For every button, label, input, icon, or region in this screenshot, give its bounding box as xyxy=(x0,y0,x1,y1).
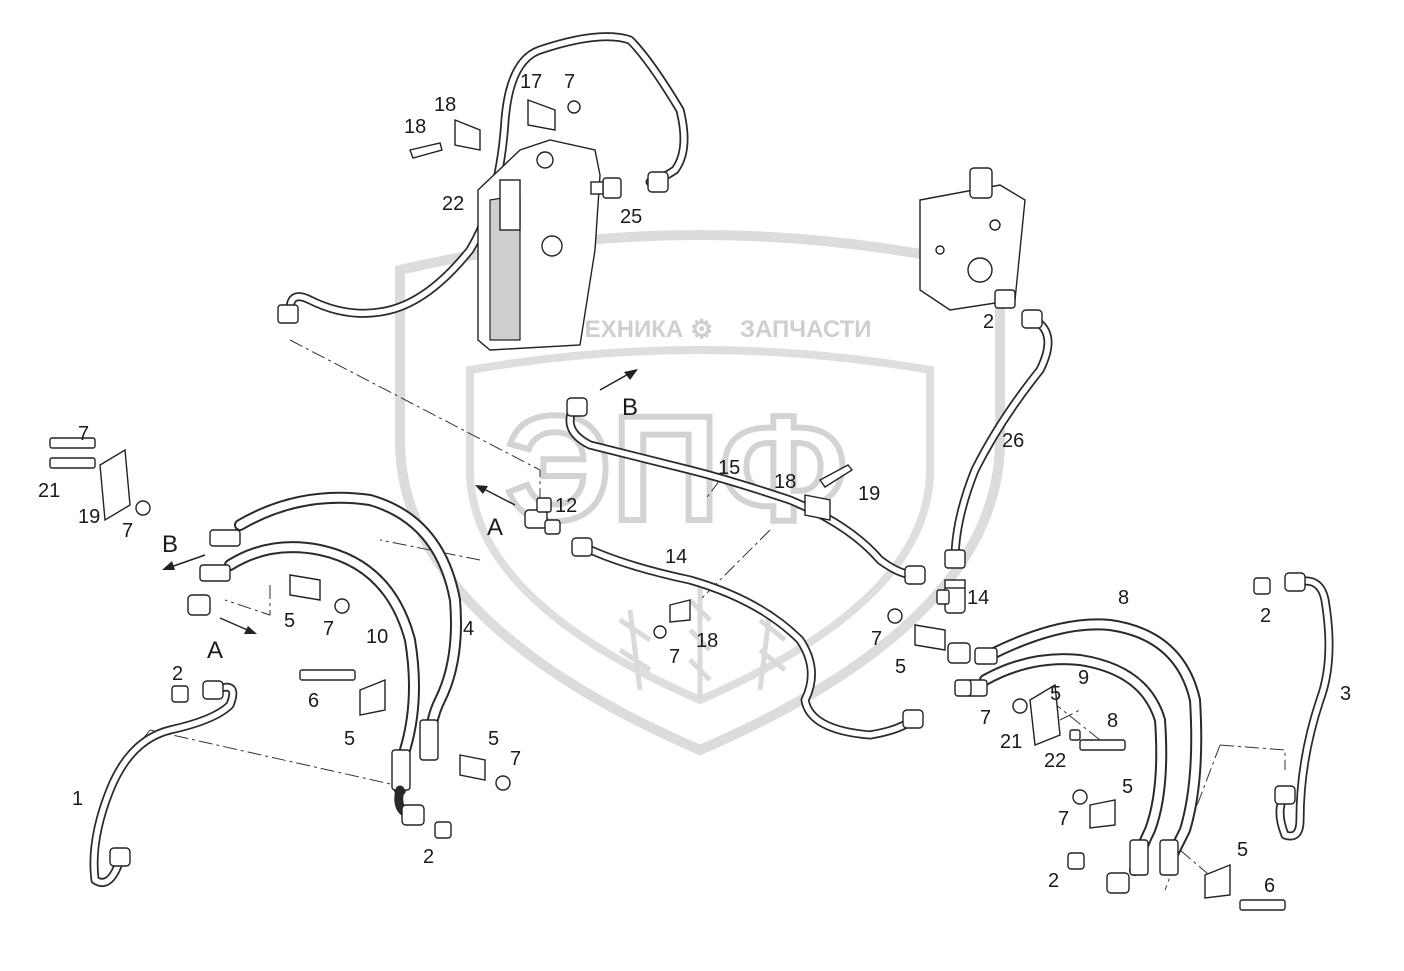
callout-label: 8 xyxy=(1118,587,1129,609)
callout-label: 3 xyxy=(1340,683,1351,705)
hose-4 xyxy=(209,491,462,761)
callout-label: 21 xyxy=(1000,731,1022,753)
direction-label-b-top: B xyxy=(622,394,638,421)
callout-label: 15 xyxy=(718,457,740,479)
hose-10 xyxy=(964,653,1168,876)
callout-label: 1 xyxy=(72,788,83,810)
direction-arrow-b-left: B xyxy=(162,531,206,570)
direction-arrow-a-left: A xyxy=(207,617,257,664)
callout-label: 10 xyxy=(366,626,388,648)
tee-14-right xyxy=(936,579,966,614)
callout-label: 21 xyxy=(38,480,60,502)
callout-label: 2 xyxy=(1260,605,1271,627)
fitting-right-nuts xyxy=(947,642,1130,894)
callout-label: 7 xyxy=(122,520,133,542)
callout-label: 7 xyxy=(323,618,334,640)
watermark-wheat-icon xyxy=(618,580,787,700)
callout-label: 5 xyxy=(895,656,906,678)
callout-label: 5 xyxy=(1237,839,1248,861)
tube-17 xyxy=(565,397,926,585)
callout-label: 9 xyxy=(1078,667,1089,689)
callout-label: 5 xyxy=(1050,683,1061,705)
callout-label: 18 xyxy=(434,94,456,116)
callout-label: 7 xyxy=(669,646,680,668)
callout-label: 25 xyxy=(620,206,642,228)
callout-label: 18 xyxy=(696,630,718,652)
direction-arrow-a-center: A xyxy=(475,485,516,541)
control-valve-block xyxy=(477,139,601,351)
watermark-text-right: ЗАПЧАСТИ xyxy=(740,316,872,343)
callout-label: 22 xyxy=(1044,750,1066,772)
callout-label: 19 xyxy=(78,506,100,528)
callout-label: 7 xyxy=(1058,808,1069,830)
adapter-26 xyxy=(590,177,622,199)
callout-label: 19 xyxy=(858,483,880,505)
direction-label-b-left: B xyxy=(162,531,178,558)
callout-label: 7 xyxy=(564,71,575,93)
bracket-21-right xyxy=(1012,683,1126,751)
callout-label: 4 xyxy=(463,618,474,640)
callout-labels: 1 2 2 2 2 2 3 4 5 5 5 5 5 5 5 6 6 7 7 7 … xyxy=(38,71,1351,897)
hose-9 xyxy=(974,618,1203,876)
tube-25 xyxy=(277,32,689,324)
tube-1 xyxy=(89,680,238,887)
bracket-21-left xyxy=(49,437,151,522)
watermark-gear-icon: ⚙ xyxy=(690,314,713,344)
tube-3 xyxy=(1253,572,1334,841)
callout-label: 7 xyxy=(871,628,882,650)
callout-label: 2 xyxy=(1048,870,1059,892)
callout-label: 7 xyxy=(78,423,89,445)
fitting-left-nuts xyxy=(187,594,452,839)
callout-label: 7 xyxy=(510,748,521,770)
watermark-text-left: ТЕХНИКА xyxy=(570,316,683,343)
callout-label: 17 xyxy=(520,71,542,93)
tube-28 xyxy=(944,309,1053,569)
callout-label: 14 xyxy=(967,587,989,609)
callout-label: 22 xyxy=(442,193,464,215)
callout-label: 5 xyxy=(1122,776,1133,798)
tube-15 xyxy=(571,537,924,740)
callout-label: 12 xyxy=(555,495,577,517)
bracket-5-right-bottom xyxy=(1072,789,1286,911)
bracket-5-left xyxy=(289,574,511,791)
callout-label: 2 xyxy=(983,311,994,333)
callout-label: 6 xyxy=(1264,875,1275,897)
callout-label: 2 xyxy=(423,846,434,868)
direction-label-a-center: A xyxy=(487,514,503,541)
bracket-18-center xyxy=(653,464,854,639)
side-valve-block xyxy=(919,167,1026,311)
hose-12 xyxy=(199,541,420,820)
tee-14-left xyxy=(524,497,561,535)
callout-label: 26 xyxy=(1002,430,1024,452)
direction-label-a-left: A xyxy=(207,637,223,664)
bracket-5-right-top xyxy=(887,608,946,651)
bracket-18-top xyxy=(409,98,581,159)
callout-label: 5 xyxy=(488,728,499,750)
callout-label: 5 xyxy=(284,610,295,632)
callout-label: 2 xyxy=(172,663,183,685)
callout-label: 5 xyxy=(344,728,355,750)
callout-label: 18 xyxy=(774,471,796,493)
callout-label: 14 xyxy=(665,546,687,568)
callout-label: 7 xyxy=(980,707,991,729)
callout-label: 18 xyxy=(404,116,426,138)
callout-label: 6 xyxy=(308,690,319,712)
direction-arrow-b-top: B xyxy=(599,369,638,421)
callout-label: 8 xyxy=(1107,710,1118,732)
